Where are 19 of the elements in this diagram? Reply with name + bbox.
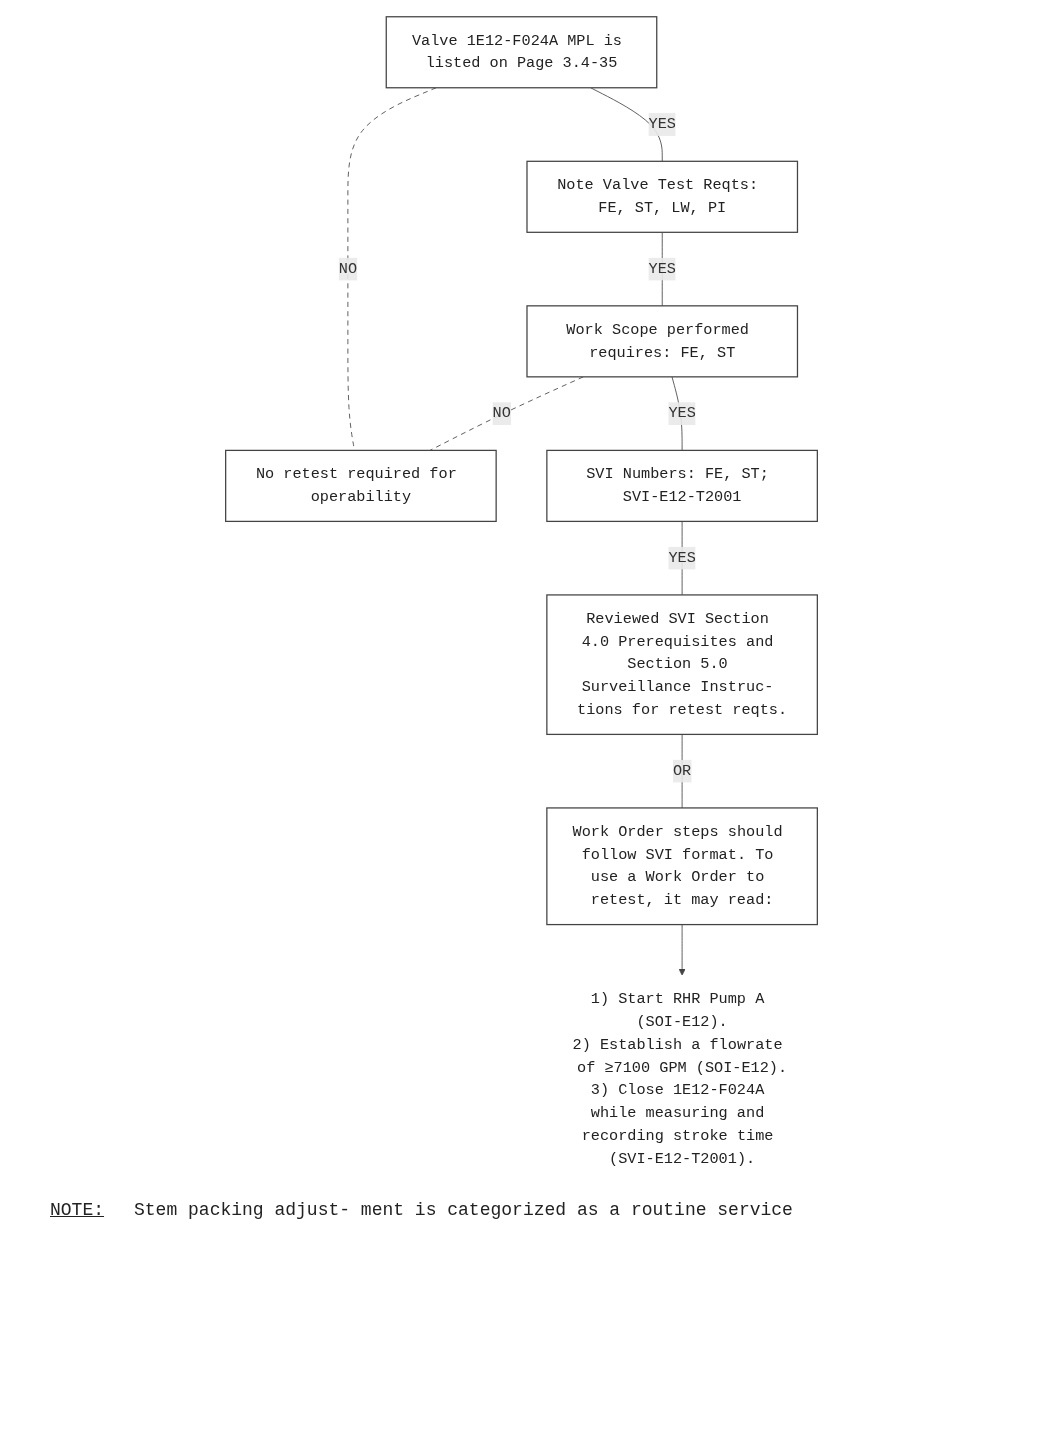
node-box: Work Order steps should follow SVI format. To use a Work Order to retest, it may read: (546, 807, 818, 926)
node-box: Work Scope performed requires: FE, ST (526, 305, 799, 378)
edge-label: OR (672, 762, 692, 780)
note-text: Stem packing adjust- ment is categorized as a routine service (134, 1200, 793, 1220)
edge-label: YES (648, 115, 676, 133)
connector (681, 733, 683, 809)
note-heading: NOTE: (50, 1200, 104, 1220)
node-box: Note Valve Test Reqts: FE, ST, LW, PI (526, 160, 799, 233)
node-box: Reviewed SVI Section 4.0 Prerequisites and Section 5.0 Surveillance Instruc- tions for retest reqts. (546, 594, 818, 736)
connector (429, 376, 584, 451)
node-text: 1) Start RHR Pump A (SOI-E12). 2) Establish a flowrate of ≥7100 GPM (SOI-E12). 3) Close 1E12-F024A while measuring and recording stroke time (SVI-E12-T2001). (572, 990, 788, 1168)
node-box: SVI Numbers: FE, ST; SVI-E12-T2001 (546, 449, 818, 523)
node-box: Valve 1E12-F024A MPL is listed on Page 3.4-35 (385, 16, 658, 89)
edge-label: YES (648, 260, 676, 278)
edge-label: NO (338, 260, 358, 278)
edge-label: NO (492, 404, 511, 422)
edge-label: YES (668, 404, 696, 422)
node-box: No retest required for operability (225, 449, 497, 523)
edge-label: YES (668, 549, 696, 567)
